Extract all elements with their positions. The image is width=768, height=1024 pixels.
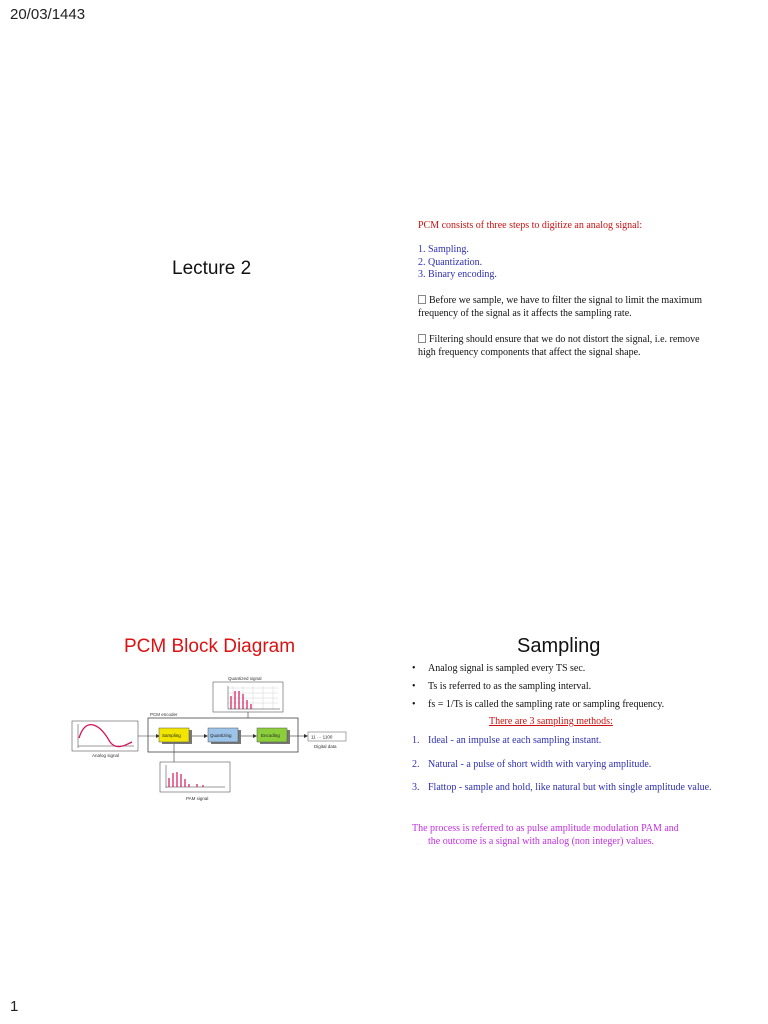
pam-signal-bars (168, 772, 204, 787)
digital-data-label: Digital data (314, 744, 337, 749)
quantized-signal-box (212, 681, 284, 713)
sampling-block (158, 727, 190, 743)
pcm-intro: PCM consists of three steps to digitize … (418, 220, 643, 231)
process-line: the outcome is a signal with analog (non… (428, 836, 655, 847)
analog-signal-label: Analog signal (92, 753, 119, 758)
method-number: 3. (412, 782, 420, 793)
pcm-steps-list: 1. Sampling. 2. Quantization. 3. Binary … (418, 244, 497, 282)
analog-signal-box (71, 720, 139, 752)
sampling-title: Sampling (517, 635, 601, 657)
method-number: 2. (412, 758, 420, 770)
method-item: 2. Natural - a pulse of short width with… (412, 759, 712, 772)
note-text: Filtering should ensure that we do not d… (418, 334, 700, 358)
digital-data-box (307, 731, 347, 742)
bullet-item: Ts is referred to as the sampling interv… (412, 680, 732, 693)
pcm-block-diagram-title: PCM Block Diagram (124, 636, 296, 657)
quantized-signal-bars (230, 691, 252, 709)
method-text: Ideal - an impulse at each sampling inst… (428, 735, 602, 746)
method-number: 1. (412, 735, 420, 746)
missing-glyph-icon (418, 295, 426, 304)
method-item: 3. Flattop - sample and hold, like natur… (412, 782, 712, 795)
bullet-item: Analog signal is sampled every TS sec. (412, 662, 732, 675)
encoding-block (256, 727, 288, 743)
sampling-block-label: Sampling (162, 733, 181, 738)
pam-process-note: The process is referred to as pulse ampl… (412, 822, 732, 848)
encoding-block-label: Encoding (261, 733, 280, 738)
pam-signal-label: PAM signal (186, 796, 208, 801)
methods-heading: There are 3 sampling methods: (489, 716, 613, 727)
sampling-methods-list: 1. Ideal - an impulse at each sampling i… (412, 735, 712, 806)
page-date: 20/03/1443 (10, 6, 86, 23)
pcm-encoder-label: PCM encoder (150, 712, 178, 717)
filter-note: Filtering should ensure that we do not d… (418, 333, 718, 359)
pcm-block-diagram: Quantized signal PCM encoder Analog sign… (71, 676, 347, 801)
digital-data-bits: 11 ··· 1100 (311, 735, 333, 740)
missing-glyph-icon (418, 334, 426, 343)
bullet-item: fs = 1/Ts is called the sampling rate or… (412, 698, 732, 711)
page-number: 1 (10, 998, 19, 1015)
lecture-title: Lecture 2 (172, 258, 252, 279)
method-item: 1. Ideal - an impulse at each sampling i… (412, 735, 712, 748)
quantizing-block (207, 727, 239, 743)
filter-note: Before we sample, we have to filter the … (418, 294, 718, 320)
sampling-bullets: Analog signal is sampled every TS sec. T… (412, 662, 732, 716)
note-text: Before we sample, we have to filter the … (418, 295, 702, 319)
process-line: The process is referred to as pulse ampl… (412, 823, 679, 834)
method-text: Natural - a pulse of short width with va… (428, 758, 652, 770)
analog-signal-curve (78, 724, 133, 748)
method-text: Flattop - sample and hold, like natural … (428, 782, 712, 793)
quantized-signal-label: Quantized signal (228, 676, 262, 681)
step-item: 3. Binary encoding. (418, 269, 497, 280)
quantizing-block-label: Quantizing (210, 733, 232, 738)
step-item: 1. Sampling. (418, 244, 469, 255)
pam-signal-box (159, 761, 231, 793)
step-item: 2. Quantization. (418, 256, 483, 268)
